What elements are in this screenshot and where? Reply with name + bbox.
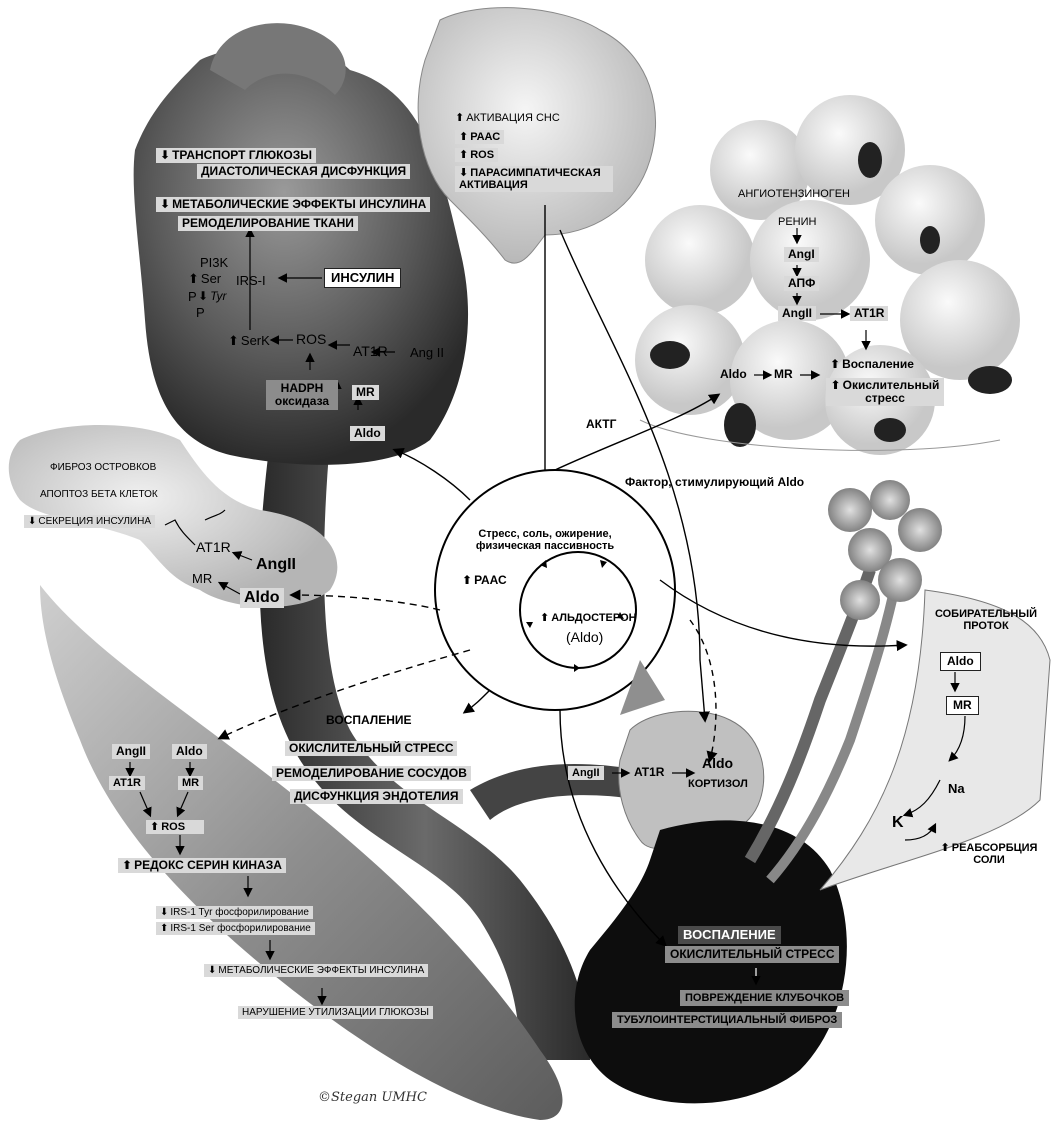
kidney-inflammation: ВОСПАЛЕНИЕ: [678, 926, 781, 944]
vessel-endothelial-dysfunction: ДИСФУНКЦИЯ ЭНДОТЕЛИЯ: [290, 789, 463, 804]
adipose-inflammation: Воспаление: [830, 358, 914, 371]
heart-p2: P: [196, 306, 205, 320]
heart-insulin-metabolic: МЕТАБОЛИЧЕСКИЕ ЭФФЕКТЫ ИНСУЛИНА: [156, 197, 430, 212]
heart-angii: Ang II: [410, 346, 444, 360]
adrenal-at1r: AT1R: [634, 766, 664, 779]
brain-raas: РААС: [455, 130, 504, 144]
kidney-collecting-duct: СОБИРАТЕЛЬНЫЙ ПРОТОК: [930, 608, 1042, 632]
heart-nadph-oxidase: HADPH оксидаза: [266, 380, 338, 410]
adipose-mr: MR: [774, 368, 793, 381]
adipose-oxidative-stress: Окислительный стресс: [826, 378, 944, 406]
heart-tissue-remodeling: РЕМОДЕЛИРОВАНИЕ ТКАНИ: [178, 216, 358, 231]
pancreas-aldo: Aldo: [240, 588, 284, 608]
muscle-redox-kinase: РЕДОКС СЕРИН КИНАЗА: [118, 858, 286, 873]
artist-signature: ©Stegan UMHC: [318, 1090, 427, 1105]
muscle-insulin-metabolic: МЕТАБОЛИЧЕСКИЕ ЭФФЕКТЫ ИНСУЛИНА: [204, 964, 428, 977]
muscle-ros: ROS: [146, 820, 204, 834]
adipose-angi: AngI: [784, 247, 819, 262]
pancreas-at1r: AT1R: [196, 540, 231, 555]
heart-serk: SerK: [228, 334, 270, 348]
kidney-mr: MR: [946, 696, 979, 715]
pancreas-islet-fibrosis: ФИБРОЗ ОСТРОВКОВ: [50, 462, 156, 473]
brain-sns-activation: АКТИВАЦИЯ СНС: [455, 112, 560, 124]
pancreas-beta-apoptosis: АПОПТОЗ БЕТА КЛЕТОК: [40, 489, 158, 500]
heart-at1r: AT1R: [353, 344, 388, 359]
vessel-inflammation: ВОСПАЛЕНИЕ: [326, 714, 412, 727]
heart-ros: ROS: [296, 332, 326, 347]
pancreas-insulin-secretion: СЕКРЕЦИЯ ИНСУЛИНА: [24, 515, 155, 528]
pancreas-mr: MR: [192, 572, 212, 586]
muscle-aldo: Aldo: [172, 744, 207, 759]
aldo-stimulating-factor: Фактор, стимулирующий Aldo: [625, 476, 804, 489]
adipose-aldo: Aldo: [720, 368, 747, 381]
muscle-irs1-tyr: IRS-1 Tyr фосфорилирование: [156, 906, 313, 919]
kidney-glomerular-damage: ПОВРЕЖДЕНИЕ КЛУБОЧКОВ: [680, 990, 849, 1006]
heart-glucose-transport: ТРАНСПОРТ ГЛЮКОЗЫ: [156, 148, 316, 163]
adipose-angiotensinogen: АНГИОТЕНЗИНОГЕН: [738, 188, 850, 200]
adrenal-angii: AngII: [568, 766, 604, 780]
heart-pi3k: PI3K: [200, 256, 228, 270]
adipose-apf: АПФ: [784, 276, 819, 291]
muscle-glucose-utilization: НАРУШЕНИЕ УТИЛИЗАЦИИ ГЛЮКОЗЫ: [238, 1006, 433, 1019]
brain-parasympathetic: ПАРАСИМПАТИЧЕСКАЯ АКТИВАЦИЯ: [455, 166, 613, 192]
brain-ros: ROS: [455, 148, 498, 162]
heart-irs1: IRS-I: [236, 274, 266, 288]
kidney-oxidative-stress: ОКИСЛИТЕЛЬНЫЙ СТРЕСС: [665, 946, 839, 963]
adipose-at1r: AT1R: [850, 306, 888, 321]
kidney-aldo: Aldo: [940, 652, 981, 671]
adrenal-cortisol: КОРТИЗОЛ: [688, 778, 748, 790]
vessel-oxidative-stress: ОКИСЛИТЕЛЬНЫЙ СТРЕСС: [285, 741, 457, 756]
kidney-na: Na: [948, 782, 965, 796]
actg-label: АКТГ: [586, 418, 616, 431]
muscle-at1r: AT1R: [109, 776, 145, 790]
heart-diastolic-dysfunction: ДИАСТОЛИЧЕСКАЯ ДИСФУНКЦИЯ: [197, 164, 410, 179]
vessel-remodeling: РЕМОДЕЛИРОВАНИЕ СОСУДОВ: [272, 766, 471, 781]
heart-tyr: Tyr: [198, 290, 227, 303]
heart-p1: P: [188, 290, 197, 304]
heart-mr: MR: [352, 385, 379, 400]
adipose-renin: РЕНИН: [778, 216, 816, 228]
adrenal-aldo: Aldo: [702, 756, 733, 771]
heart-insulin: ИНСУЛИН: [324, 268, 401, 288]
muscle-angii: AngII: [112, 744, 150, 759]
pancreas-angii: AngII: [256, 556, 296, 574]
aldosterone-label: АЛЬДОСТЕРОН: [540, 612, 637, 624]
kidney-k: K: [892, 814, 904, 832]
center-raas: РААС: [462, 574, 507, 587]
muscle-irs1-ser: IRS-1 Ser фосфорилирование: [156, 922, 315, 935]
muscle-mr: MR: [178, 776, 203, 790]
kidney-tubulointerstitial-fibrosis: ТУБУЛОИНТЕРСТИЦИАЛЬНЫЙ ФИБРОЗ: [612, 1012, 842, 1028]
adipose-angii: AngII: [778, 306, 816, 321]
heart-ser: Ser: [188, 272, 221, 286]
risk-factors: Стресс, соль, ожирение, физическая пасси…: [460, 528, 630, 552]
heart-aldo: Aldo: [350, 426, 385, 441]
aldosterone-abbr: (Aldo): [566, 630, 603, 645]
kidney-salt-reabsorption: РЕАБСОРБЦИЯ СОЛИ: [934, 842, 1044, 866]
